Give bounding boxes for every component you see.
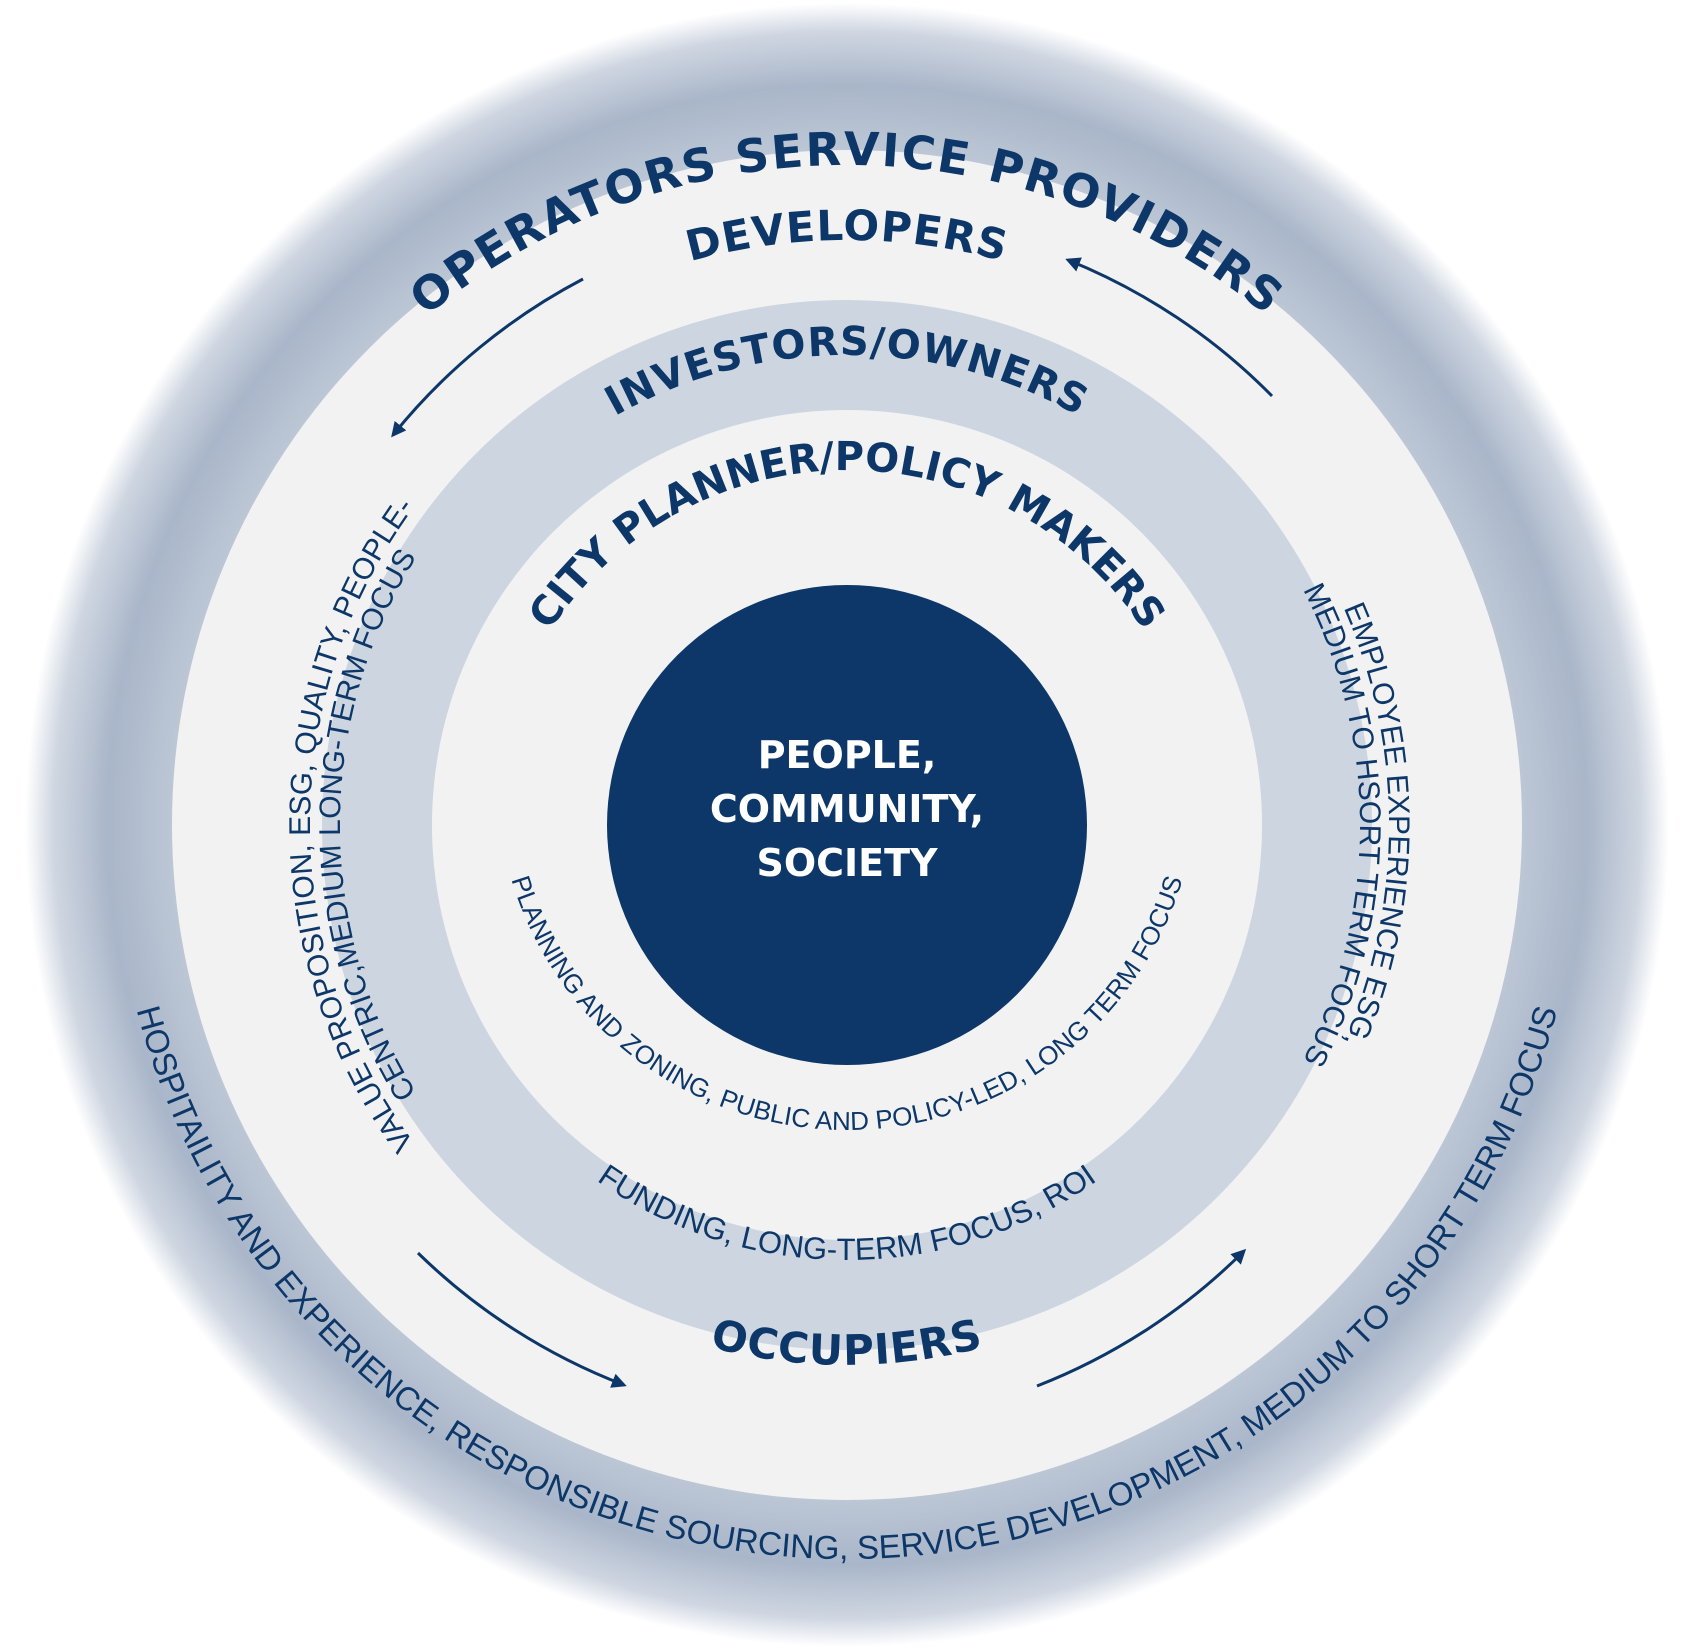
center-line-1: PEOPLE,	[758, 733, 937, 777]
center-circle	[607, 585, 1087, 1065]
center-line-2: COMMUNITY,	[710, 787, 984, 831]
svg-text:COMMUNITY,: COMMUNITY,	[710, 787, 984, 831]
arrow-top-right	[1065, 257, 1274, 398]
svg-text:PEOPLE,: PEOPLE,	[758, 733, 937, 777]
arrow-bottom-left	[416, 1251, 627, 1388]
arrow-bottom-right	[1036, 1248, 1247, 1388]
svg-text:SOCIETY: SOCIETY	[756, 841, 938, 885]
arrow-top-left	[391, 277, 584, 438]
center-line-3: SOCIETY	[756, 841, 938, 885]
